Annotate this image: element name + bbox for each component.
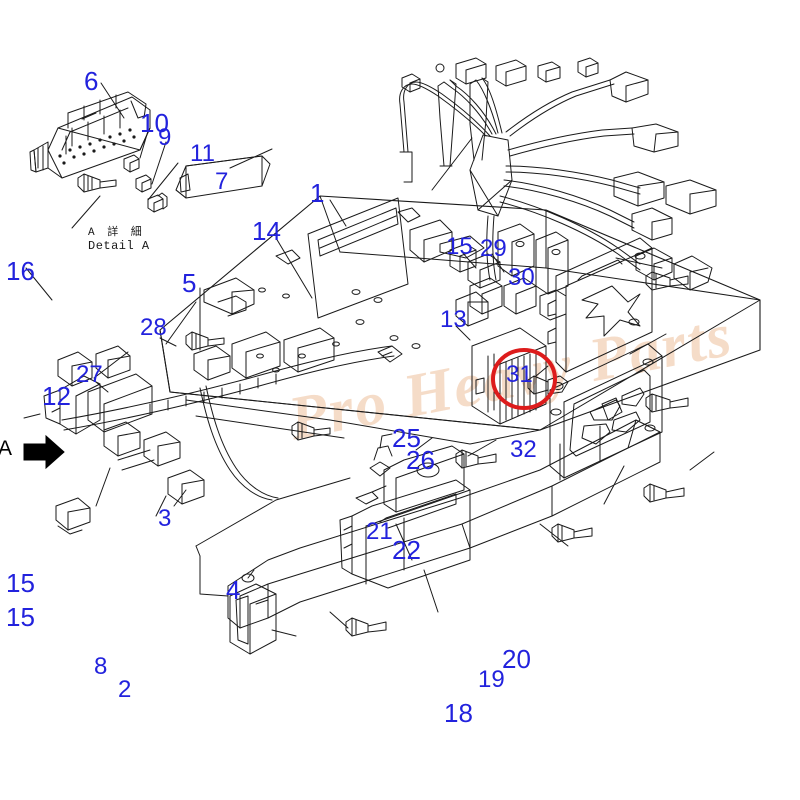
callout-27: 27: [76, 361, 103, 388]
left-harness-cluster: [23, 301, 395, 535]
callout-1: 1: [310, 178, 325, 208]
callout-26: 26: [406, 445, 435, 475]
callout-15: 15: [6, 602, 35, 632]
callout-8: 8: [94, 653, 108, 680]
callout-12: 12: [42, 381, 71, 411]
callout-14: 14: [252, 216, 281, 246]
callout-15: 15: [446, 233, 473, 260]
callout-19: 19: [478, 666, 505, 693]
callout-leader-lines: [25, 137, 549, 507]
callout-30: 30: [508, 264, 535, 291]
connector-block-detail-a: [29, 82, 273, 229]
right-arrow-icon: [23, 434, 65, 470]
callout-15: 15: [6, 568, 35, 598]
callout-22: 22: [392, 535, 421, 565]
callout-29: 29: [480, 235, 507, 262]
detail-a-english: Detail A: [88, 238, 150, 253]
callout-7: 7: [215, 168, 229, 195]
callout-4: 4: [226, 575, 241, 605]
callout-20: 20: [502, 644, 531, 674]
callout-16: 16: [6, 256, 35, 286]
callout-9: 9: [158, 124, 172, 151]
callout-18: 18: [444, 698, 473, 728]
detail-a-note: A 詳 細 Detail A: [88, 227, 150, 253]
section-arrow-letter: A: [0, 437, 13, 460]
callout-11: 11: [190, 140, 215, 167]
detail-a-japanese: A 詳 細: [88, 227, 145, 239]
cab-frame-structure: [159, 195, 761, 445]
wire-harness-assembly: [399, 57, 717, 291]
callout-21: 21: [366, 518, 393, 545]
item-31-highlight: [491, 348, 557, 410]
duct-and-cover-assembly: [195, 419, 715, 655]
callout-2: 2: [118, 676, 132, 703]
callout-31: 31: [506, 361, 533, 388]
callout-5: 5: [182, 268, 197, 298]
panel-and-grille-parts: [449, 223, 689, 479]
callout-13: 13: [440, 306, 467, 333]
callout-6: 6: [84, 66, 99, 96]
callout-10: 10: [140, 108, 169, 138]
callout-3: 3: [158, 505, 172, 532]
callout-25: 25: [392, 423, 421, 453]
callout-28: 28: [140, 314, 167, 341]
callout-32: 32: [510, 436, 537, 463]
